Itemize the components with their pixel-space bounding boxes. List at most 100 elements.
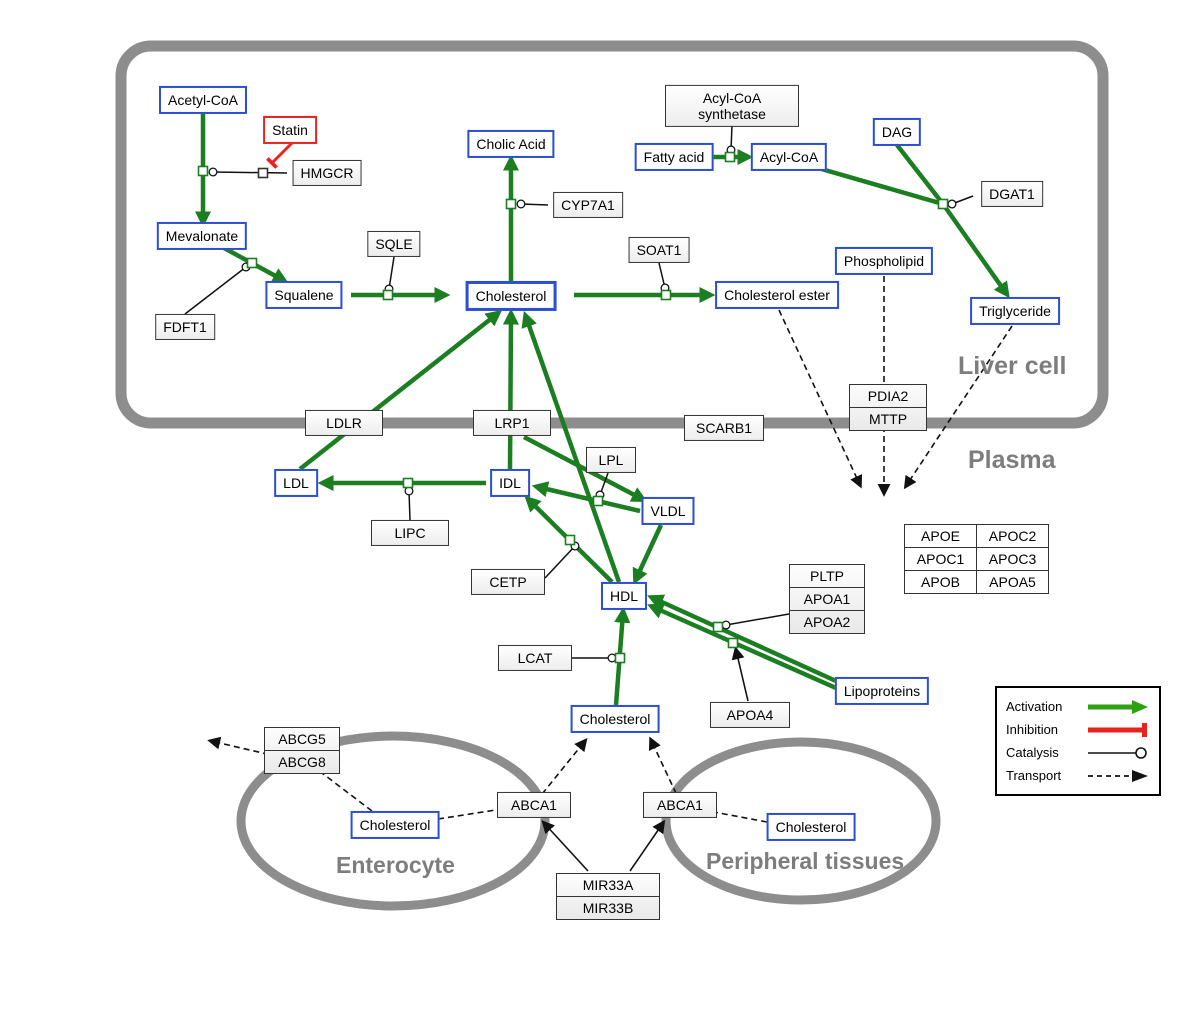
edge-cholesterol-abcg-efflux [207, 736, 373, 812]
node-triglyceride[interactable]: Triglyceride [970, 296, 1060, 326]
node-apoa4[interactable]: APOA4 [710, 701, 790, 729]
edge-lipoproteins-hdl-upper [647, 594, 837, 684]
enterocyte-label: Enterocyte [336, 852, 455, 878]
peripheral-tissues-label: Peripheral tissues [706, 848, 905, 874]
node-squalene[interactable]: Squalene [265, 280, 343, 310]
node-abca1-peripheral[interactable]: ABCA1 [643, 791, 717, 819]
node-pdia2[interactable]: PDIA2 [867, 388, 909, 404]
node-abcg5[interactable]: ABCG5 [278, 731, 326, 747]
node-hmgcr[interactable]: HMGCR [292, 159, 362, 187]
reaction-dgat1 [937, 198, 949, 210]
reaction-fdft1 [246, 257, 258, 269]
node-apoa1[interactable]: APOA1 [790, 587, 864, 610]
node-apoa5[interactable]: APOA5 [976, 570, 1049, 594]
transport-edges [207, 276, 1013, 823]
node-vldl[interactable]: VLDL [641, 496, 695, 526]
node-abca1-enterocyte[interactable]: ABCA1 [497, 791, 571, 819]
node-fatty-acid[interactable]: Fatty acid [634, 142, 714, 172]
node-cholesterol-plasma[interactable]: Cholesterol [570, 704, 660, 734]
node-mevalonate[interactable]: Mevalonate [156, 221, 248, 251]
edge-lpl-catalysis [595, 472, 609, 500]
node-mttp[interactable]: MTTP [850, 407, 926, 430]
edge-hdl-cholesterol [521, 310, 622, 583]
abcg5-abcg8-complex: ABCG5 ABCG8 [264, 727, 340, 774]
legend-row-transport: Transport [1006, 764, 1150, 787]
node-cetp[interactable]: CETP [471, 568, 545, 596]
node-dgat1[interactable]: DGAT1 [981, 180, 1043, 208]
node-apob[interactable]: APOB [904, 570, 977, 594]
node-lcat[interactable]: LCAT [498, 644, 572, 672]
edge-pltp-apoa-catalysis [721, 613, 790, 630]
legend-catalysis-label: Catalysis [1006, 745, 1059, 760]
reaction-apoa4 [727, 637, 739, 649]
reaction-lpl [592, 495, 604, 507]
node-lipoproteins[interactable]: Lipoproteins [834, 676, 930, 706]
node-apoc1[interactable]: APOC1 [904, 547, 977, 571]
transport-arrow-icon [1088, 769, 1148, 782]
edge-mir33-abca1-peripheral [629, 819, 666, 872]
edge-junction-triglyceride [941, 202, 1010, 299]
node-apoe[interactable]: APOE [904, 524, 977, 548]
node-statin[interactable]: Statin [263, 115, 317, 145]
node-lipc[interactable]: LIPC [371, 519, 449, 547]
node-cholesterol-peripheral[interactable]: Cholesterol [766, 812, 856, 842]
edge-idl-lrp1-cholesterol [502, 308, 520, 470]
edge-cyp7a1-catalysis [516, 199, 549, 209]
node-lpl[interactable]: LPL [586, 446, 636, 474]
edge-soat1-catalysis [658, 262, 670, 293]
node-lrp1[interactable]: LRP1 [473, 409, 551, 437]
node-fdft1[interactable]: FDFT1 [155, 313, 215, 341]
mir33-complex: MIR33A MIR33B [556, 873, 660, 920]
node-hdl[interactable]: HDL [600, 581, 648, 611]
liver-cell-label: Liver cell [958, 352, 1067, 380]
inhibition-bar-icon [1088, 722, 1147, 737]
node-mir33b[interactable]: MIR33B [557, 896, 659, 919]
edge-lipoproteins-hdl-lower [647, 603, 846, 695]
node-acyl-coa-synthetase[interactable]: Acyl-CoA synthetase [665, 84, 799, 128]
edge-hmgcr-catalysis [208, 167, 288, 177]
legend-row-catalysis: Catalysis [1006, 741, 1150, 764]
reaction-statin-junction [257, 167, 269, 179]
node-scarb1[interactable]: SCARB1 [684, 414, 764, 442]
node-cholesterol-ester[interactable]: Cholesterol ester [715, 280, 839, 310]
reaction-pltp [712, 621, 724, 633]
node-idl[interactable]: IDL [490, 468, 530, 498]
node-abcg8[interactable]: ABCG8 [265, 750, 339, 773]
node-mir33a[interactable]: MIR33A [582, 877, 634, 893]
edge-acylcoa-synthetase-catalysis [726, 124, 736, 155]
node-apoa2[interactable]: APOA2 [790, 610, 864, 633]
liver-cell-membrane [115, 40, 1109, 429]
edge-enterocyte-abca1-cholesterol [437, 737, 588, 820]
node-dag[interactable]: DAG [872, 117, 922, 147]
node-ldlr[interactable]: LDLR [305, 409, 383, 437]
edge-ldl-ldlr-cholesterol [298, 309, 503, 471]
reaction-cetp [564, 534, 576, 546]
node-acetyl-coa[interactable]: Acetyl-CoA [158, 85, 248, 115]
edge-sqle-catalysis [384, 256, 395, 294]
node-cyp7a1[interactable]: CYP7A1 [553, 191, 623, 219]
node-sqle[interactable]: SQLE [367, 230, 421, 258]
legend-row-activation: Activation [1006, 695, 1150, 718]
node-pltp[interactable]: PLTP [810, 568, 844, 584]
catalysis-circle-icon [1088, 746, 1147, 759]
node-cholesterol-enterocyte[interactable]: Cholesterol [350, 810, 440, 840]
node-cholesterol-liver[interactable]: Cholesterol [465, 280, 557, 312]
node-ldl[interactable]: LDL [274, 468, 318, 498]
node-soat1[interactable]: SOAT1 [628, 236, 690, 264]
node-apoc2[interactable]: APOC2 [976, 524, 1049, 548]
legend-activation-label: Activation [1006, 699, 1063, 714]
reaction-acylcoa-synthetase [724, 151, 736, 163]
node-acyl-coa[interactable]: Acyl-CoA [750, 142, 828, 172]
edge-peripheral-abca1-cholesterol [648, 736, 768, 823]
node-apoc3[interactable]: APOC3 [976, 547, 1049, 571]
edge-fdft1-catalysis [184, 262, 251, 315]
node-phospholipid[interactable]: Phospholipid [834, 246, 934, 276]
node-cholic-acid[interactable]: Cholic Acid [467, 129, 555, 159]
regulation-edges [541, 646, 749, 872]
legend-transport-label: Transport [1006, 768, 1062, 783]
edge-triglyceride-secretion [903, 325, 1013, 490]
reaction-lipc [402, 477, 414, 489]
plasma-label: Plasma [968, 446, 1056, 474]
edge-cetp-catalysis [544, 541, 580, 579]
